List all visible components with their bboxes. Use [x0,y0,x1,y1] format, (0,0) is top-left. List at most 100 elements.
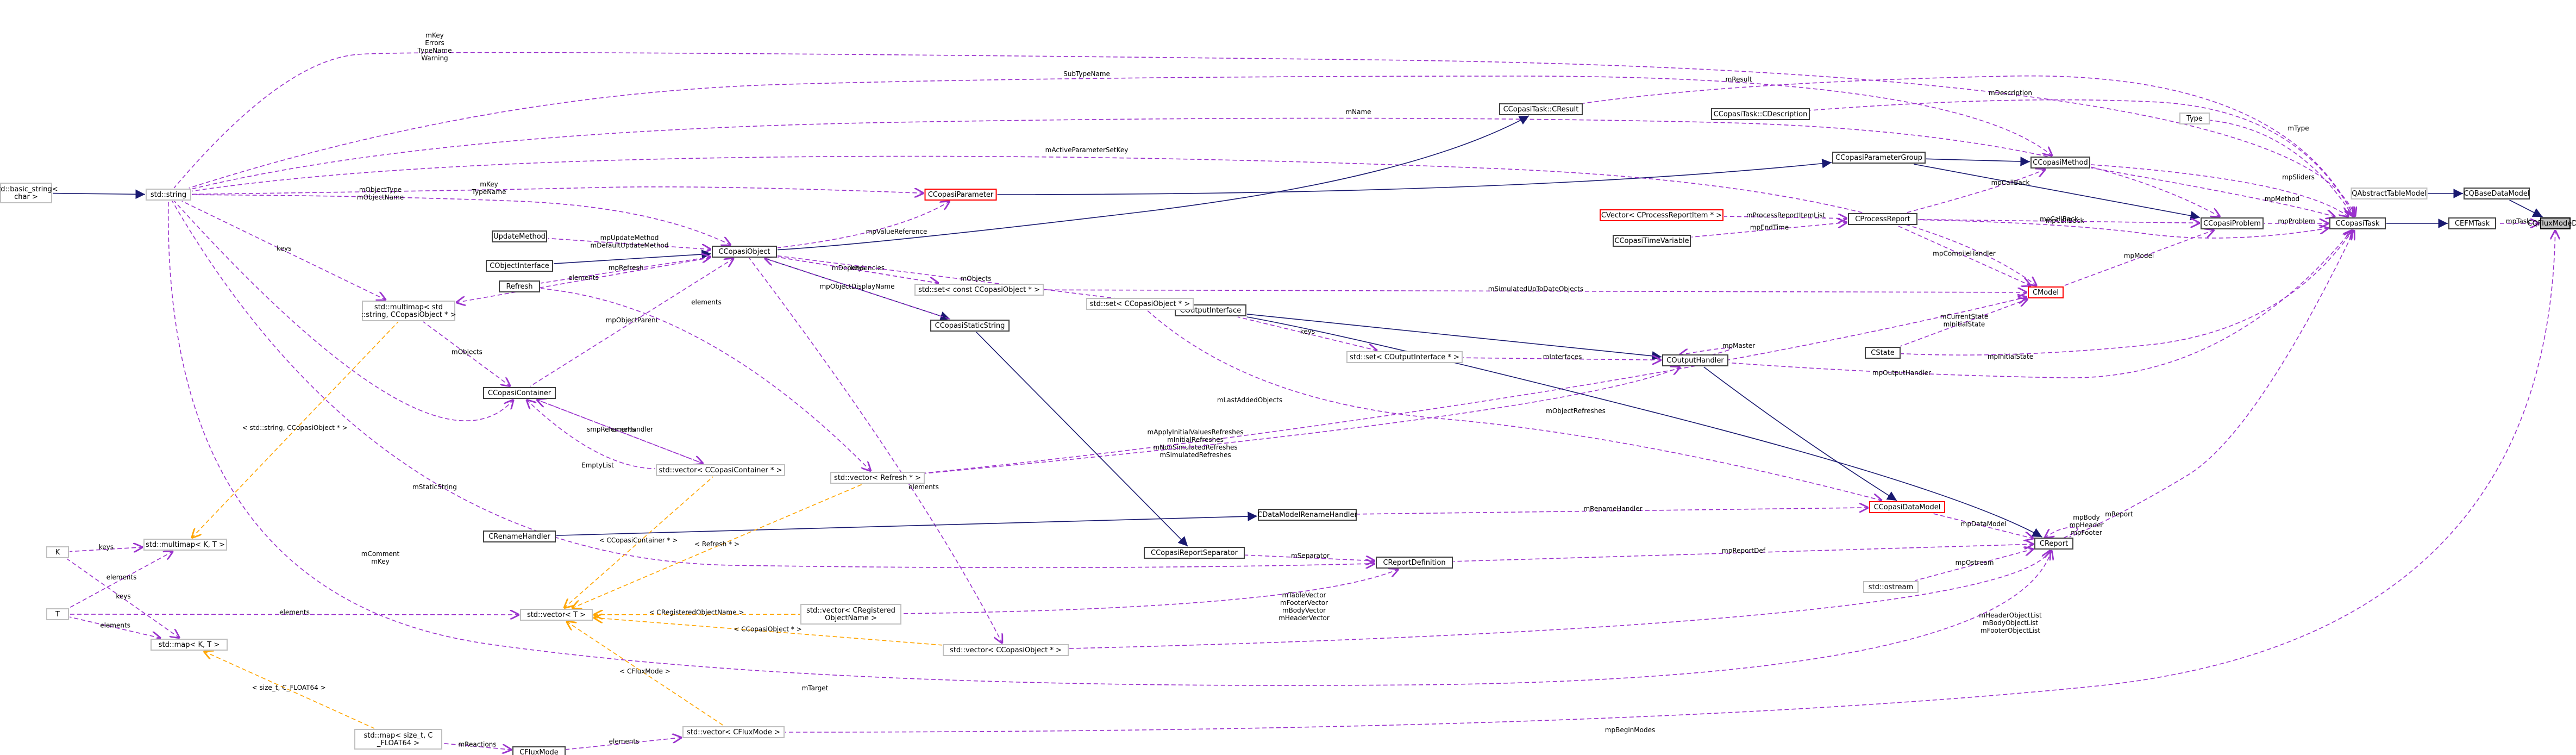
class-node-setoutputif[interactable]: std::set< COutputInterface * > [1346,351,1463,363]
class-node-basicstring[interactable]: std::basic_string<char > [0,183,58,203]
class-node-cabstracttablemodel[interactable]: QAbstractTableModel [2351,188,2428,199]
class-node-cstate[interactable]: CState [1865,347,1901,359]
class-node-ccopasitaskcresult[interactable]: CCopasiTask::CResult [1499,103,1583,115]
class-node-setconstobj[interactable]: std::set< const CCopasiObject * > [914,284,1044,296]
class-node-multimapkt[interactable]: std::multimap< K, T > [143,539,227,551]
class-node-refresh[interactable]: Refresh [499,280,540,292]
edge-use-CCopasiTask-COutputHandler [1728,230,2352,378]
class-node-cmodel[interactable]: CModel [2028,286,2064,298]
edge-tpl-multimapKT-multimapStringObj [191,321,399,538]
class-node-ccopasiparameter[interactable]: CCopasiParameter [924,189,997,201]
class-node-ccopasitimevariable[interactable]: CCopasiTimeVariable [1613,235,1691,247]
class-node-vectorobj[interactable]: std::vector< CCopasiObject * > [943,644,1069,656]
node-label: std::vector< CFluxMode > [687,728,780,737]
node-label: COutputInterface [1180,307,1241,315]
class-node-ccopasitaskcdescription[interactable]: CCopasiTask::CDescription [1711,108,1810,120]
node-box [1711,108,1810,120]
edge-label: mLastAddedObjects [1217,396,1282,404]
edge-inh-CCopasiObject-CObjectInterface [553,249,712,264]
node-label: std::set< const CCopasiObject * > [918,286,1040,294]
class-node-cprocessreport[interactable]: CProcessReport [1848,213,1917,225]
class-node-cvectorreportitem[interactable]: CVector< CProcessReportItem * > [1600,209,1723,221]
edge-label: EmptyList [581,461,614,469]
class-node-creportdefinition[interactable]: CReportDefinition [1376,557,1453,569]
edge-inh-CCopasiMethod-CCopasiParameterGroup [1926,157,2030,166]
class-node-t[interactable]: T [46,608,69,620]
edge-use-CCopasiParameter-CCopasiObject [777,201,950,248]
node-box [492,230,547,242]
class-node-ccopasitask[interactable]: CCopasiTask [2329,217,2386,229]
edge-label: < CCopasiObject * > [734,626,801,633]
class-node-ccopasistaticstring[interactable]: CCopasiStaticString [930,320,1010,332]
edge-inh-CReport-COutputInterface [1246,316,2042,538]
edge-inh-COutputHandler-COutputInterface [1246,314,1662,361]
class-node-setobj[interactable]: std::set< CCopasiObject * > [1086,298,1194,310]
class-node-k[interactable]: K [46,546,69,558]
node-label: std::map< size_t, C_FLOAT64 > [364,732,433,747]
class-node-cfluxmode[interactable]: CFluxMode [512,746,566,755]
edge-tpl-vectorT-vectorObj [593,617,943,646]
node-box [2030,157,2090,169]
node-box [520,609,593,621]
edge-use-CProcessReport-CVectorReportItem [1723,216,1847,219]
edge-use-COutputHandler-COutputHandler [1679,347,1732,355]
node-box [146,189,191,201]
class-node-mapsizefloat[interactable]: std::map< size_t, C_FLOAT64 > [354,729,442,750]
class-node-vectort[interactable]: std::vector< T > [520,609,593,621]
class-node-cobjectinterface[interactable]: CObjectInterface [486,260,553,272]
class-node-cefmtask[interactable]: CEFMTask [2448,217,2496,229]
node-box [483,387,556,399]
node-box [2028,286,2064,298]
edge-tpl-vectorT-vectorContainer [564,476,713,608]
class-node-coutputhandler[interactable]: COutputHandler [1662,354,1728,366]
node-box [2329,217,2386,229]
class-node-ccopasiobject[interactable]: CCopasiObject [712,246,777,258]
edge-use-CCopasiContainer-vectorContainer [527,400,656,470]
edge-use-setOutputIf-COutputInterface [1237,316,1377,351]
node-box [499,280,540,292]
node-label: CQFluxModeDM [2528,220,2576,228]
class-node-cdatamodelrenamehandler[interactable]: CDataModelRenameHandler [1257,509,1357,521]
edge-label: elements [279,608,310,616]
edge-label: mObjects [960,275,991,283]
edge-label: elements [609,738,640,745]
node-box [1848,213,1917,225]
edge-use-CProcessReport-CCopasiTimeVariable [1691,222,1847,238]
edge-label: mTarget [802,684,829,692]
class-node-vectorfluxmode[interactable]: std::vector< CFluxMode > [682,726,785,738]
class-node-cqfluxmodedm[interactable]: CQFluxModeDM [2528,217,2576,229]
class-node-ccopasiproblem[interactable]: CCopasiProblem [2201,217,2264,229]
class-node-type[interactable]: Type [2179,113,2210,124]
class-node-ccopasicontainer[interactable]: CCopasiContainer [483,387,556,399]
edge-use-vectorObj-CCopasiObject [749,258,1002,644]
node-box [354,729,442,750]
class-node-ccopasimethod[interactable]: CCopasiMethod [2030,157,2090,169]
class-node-ccopasireportseparator[interactable]: CCopasiReportSeparator [1144,547,1245,559]
class-node-ccopasiparametergroup[interactable]: CCopasiParameterGroup [1832,152,1926,164]
class-node-updatemethod[interactable]: UpdateMethod [492,230,547,242]
class-node-stdstring[interactable]: std::string [146,189,191,201]
edge-label: mpObjectDisplayName [819,283,894,290]
class-node-vectorcontainer[interactable]: std::vector< CCopasiContainer * > [656,464,785,476]
edge-use-COutputInterface-CCopasiObject [777,255,1174,306]
class-node-ccopasidatamodel[interactable]: CCopasiDataModel [1869,501,1945,513]
edge-label: mpObjectParent [606,316,659,324]
node-label: CReport [2040,540,2068,548]
node-label: CCopasiTask [2336,220,2380,228]
node-box [1600,209,1723,221]
class-node-multimapstringobj[interactable]: std::multimap< std::string, CCopasiObjec… [361,301,456,321]
class-node-ostream[interactable]: std::ostream [1863,581,1919,593]
edge-label: mObjects [452,348,482,356]
node-label: UpdateMethod [493,233,546,241]
edge-use-CReport-ostream [1915,549,2034,581]
edge-inh-CCopasiTaskCResult-CCopasiObject [777,115,1530,251]
class-node-creport[interactable]: CReport [2034,538,2073,550]
class-node-crenamehandler[interactable]: CRenameHandler [483,531,556,542]
class-node-mapkt[interactable]: std::map< K, T > [151,639,228,651]
node-box [1863,581,1919,593]
class-node-vectorrefresh[interactable]: std::vector< Refresh * > [830,472,925,484]
edge-label: elements [605,426,635,433]
class-node-cqbasedatamodel[interactable]: CQBaseDataModel [2464,188,2530,199]
